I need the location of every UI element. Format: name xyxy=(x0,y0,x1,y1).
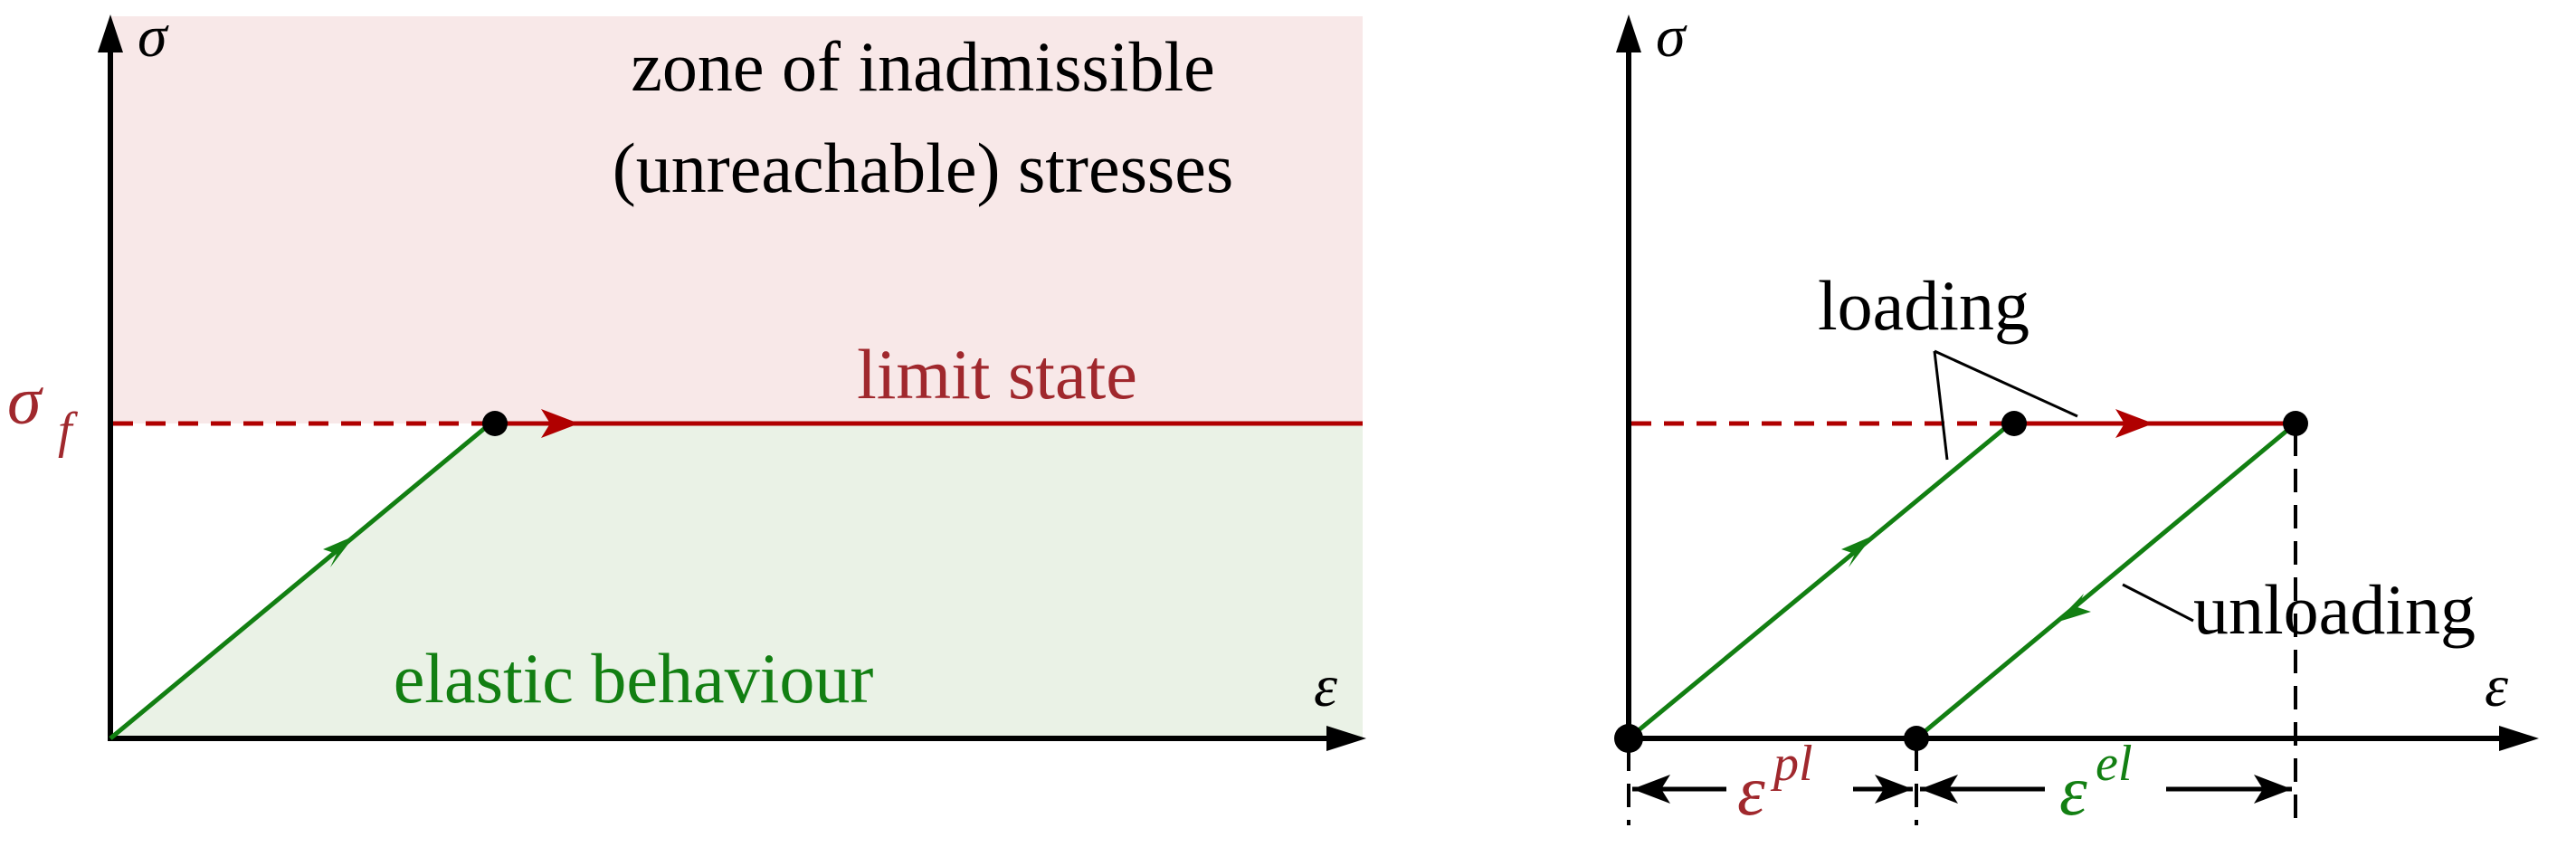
loading-label: loading xyxy=(1818,266,2029,345)
y-axis-arrowhead xyxy=(98,14,123,52)
elastic-zone-upper xyxy=(490,424,1363,738)
left-x-axis-label: ε xyxy=(1314,653,1337,719)
yield-point xyxy=(2001,411,2027,436)
elastic-loading-line xyxy=(1627,422,2012,740)
yield-stress-subscript: f xyxy=(58,403,79,459)
plastic-flow-arrow xyxy=(2115,409,2153,438)
left-panel: σ ε σ f zone of inadmissible (unreachabl… xyxy=(7,4,1366,751)
elastic-strain-arrowhead-left xyxy=(1920,775,1958,804)
loading-leader-2 xyxy=(1934,349,2078,418)
inadmissible-zone-label-2: (unreachable) stresses xyxy=(613,128,1234,207)
unloading-leader xyxy=(2122,583,2194,623)
unloading-label: unloading xyxy=(2193,570,2476,649)
residual-strain-point xyxy=(1904,726,1929,751)
yield-point xyxy=(482,411,508,436)
loading-leader-1 xyxy=(1933,350,1949,461)
right-panel: σ ε loading unloading ε pl ε el xyxy=(1614,4,2539,830)
plastic-strain-superscript: pl xyxy=(1770,736,1813,792)
x-axis-arrowhead xyxy=(1326,726,1366,751)
limit-state-arrow xyxy=(541,409,579,438)
y-axis-arrowhead xyxy=(1616,14,1641,52)
plastic-strain-arrowhead-right xyxy=(1875,775,1913,804)
plastic-strain-label: ε xyxy=(1737,751,1765,830)
right-x-axis-label: ε xyxy=(2485,653,2508,719)
elastic-strain-arrowhead-right xyxy=(2254,775,2292,804)
end-of-loading-point xyxy=(2283,411,2308,436)
elastic-behaviour-label: elastic behaviour xyxy=(394,639,874,718)
inadmissible-zone xyxy=(110,16,1363,424)
right-y-axis-label: σ xyxy=(1656,4,1687,70)
elastic-loading-arrow xyxy=(323,536,355,567)
elastic-loading-arrow xyxy=(1841,536,1873,567)
elastic-unloading-line xyxy=(1915,422,2297,740)
limit-state-label: limit state xyxy=(857,335,1137,414)
elastic-strain-superscript: el xyxy=(2096,736,2132,792)
elastic-loading-line xyxy=(109,422,492,740)
elastic-unloading-arrow xyxy=(2056,594,2091,623)
plastic-strain-arrowhead-left xyxy=(1632,775,1670,804)
elastic-strain-label: ε xyxy=(2059,751,2087,830)
inadmissible-zone-label-1: zone of inadmissible xyxy=(631,27,1215,106)
yield-stress-label: σ xyxy=(7,363,43,439)
origin-point xyxy=(1614,724,1643,753)
left-y-axis-label: σ xyxy=(138,4,169,70)
x-axis-arrowhead xyxy=(2499,726,2539,751)
